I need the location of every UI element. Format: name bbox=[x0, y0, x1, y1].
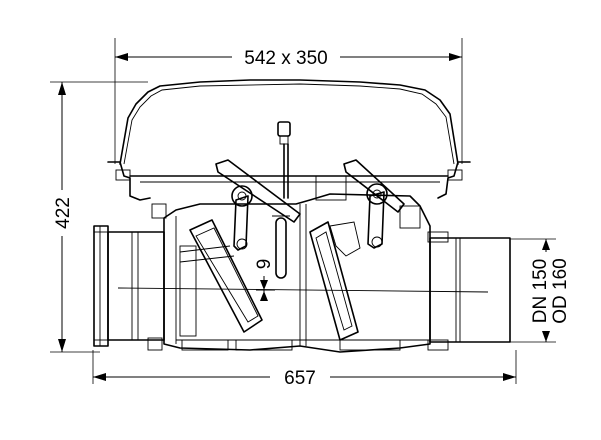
gap-label: 9 bbox=[254, 259, 275, 270]
dimension-gap: 9 bbox=[254, 259, 275, 301]
housing-cover bbox=[107, 79, 471, 201]
center-guide bbox=[272, 175, 421, 279]
dimension-height: 422 bbox=[50, 81, 148, 353]
outer-diameter-label: OD 160 bbox=[550, 258, 571, 323]
overall-length-label: 657 bbox=[284, 368, 316, 389]
height-label: 422 bbox=[53, 197, 74, 229]
sensor-plug bbox=[277, 121, 291, 199]
right-outlet-pipe bbox=[427, 231, 511, 351]
dimension-top-width: 542 x 350 bbox=[114, 38, 463, 164]
dimension-diameter: DN 150 OD 160 bbox=[510, 238, 571, 343]
nominal-diameter-label: DN 150 bbox=[530, 259, 551, 323]
dimension-overall-length: 657 bbox=[92, 350, 517, 389]
right-flap bbox=[309, 221, 361, 341]
top-width-label: 542 x 350 bbox=[244, 48, 327, 69]
left-flap bbox=[179, 219, 263, 337]
left-lever bbox=[215, 159, 301, 251]
valve-body bbox=[147, 193, 431, 353]
flow-axis-line bbox=[117, 287, 489, 293]
right-lever bbox=[343, 159, 405, 249]
left-inlet-pipe bbox=[93, 225, 165, 347]
